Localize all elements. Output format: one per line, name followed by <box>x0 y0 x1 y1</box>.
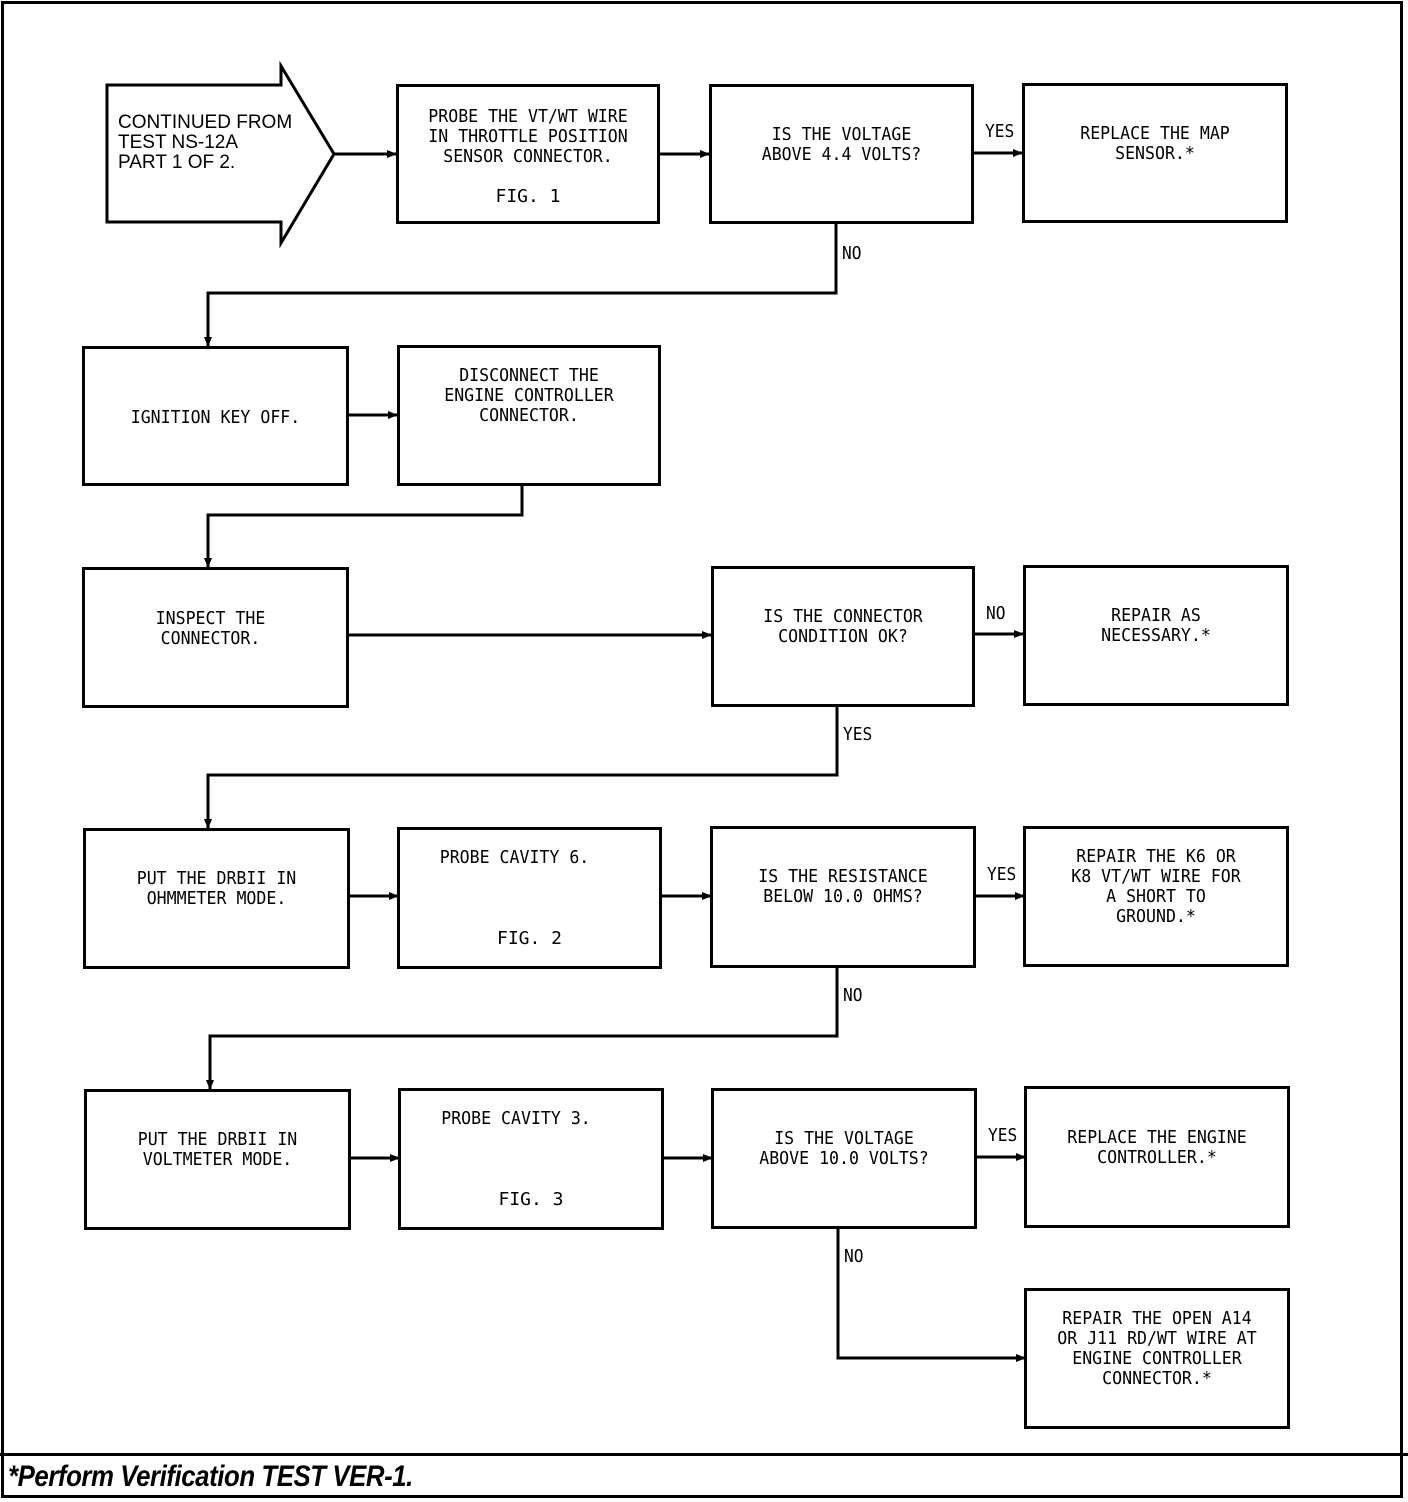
footer-divider <box>0 1453 1408 1456</box>
step-text: PUT THE DRBII IN VOLTMETER MODE. <box>137 1129 298 1170</box>
step-replace-map-sensor: REPLACE THE MAP SENSOR.* <box>1022 83 1288 223</box>
decision-voltage-above-4-4: IS THE VOLTAGE ABOVE 4.4 VOLTS? <box>709 84 974 224</box>
step-probe-cavity-6: PROBE CAVITY 6. FIG. 2 <box>397 827 662 969</box>
step-inspect-connector: INSPECT THE CONNECTOR. <box>82 567 349 708</box>
step-drbii-voltmeter-mode: PUT THE DRBII IN VOLTMETER MODE. <box>84 1089 351 1230</box>
decision-voltage-above-10: IS THE VOLTAGE ABOVE 10.0 VOLTS? <box>711 1088 977 1229</box>
step-text: PROBE CAVITY 6. <box>439 847 590 868</box>
decision-text: IS THE CONNECTOR CONDITION OK? <box>763 606 923 647</box>
step-text: REPLACE THE ENGINE CONTROLLER.* <box>1067 1127 1247 1168</box>
branch-label-yes: YES <box>987 864 1017 885</box>
step-text: PROBE CAVITY 3. <box>441 1108 591 1129</box>
branch-label-no: NO <box>843 985 863 1006</box>
step-drbii-ohmmeter-mode: PUT THE DRBII IN OHMMETER MODE. <box>83 828 350 969</box>
branch-label-no: NO <box>986 603 1006 624</box>
connector-q3-no <box>206 966 839 1090</box>
decision-text: IS THE VOLTAGE ABOVE 4.4 VOLTS? <box>761 124 922 165</box>
step-ignition-key-off: IGNITION KEY OFF. <box>82 346 349 486</box>
step-repair-as-necessary: REPAIR AS NECESSARY.* <box>1023 565 1289 706</box>
entry-arrow-shape <box>105 60 336 249</box>
branch-label-no: NO <box>844 1246 864 1267</box>
step-text: REPAIR THE K6 OR K8 VT/WT WIRE FOR A SHO… <box>1071 846 1241 927</box>
step-text: REPLACE THE MAP SENSOR.* <box>1080 123 1230 164</box>
footnote: *Perform Verification TEST VER-1. <box>8 1460 413 1493</box>
step-probe-vtwt-wire: PROBE THE VT/WT WIRE IN THROTTLE POSITIO… <box>396 84 660 224</box>
connector-q2-yes <box>204 706 839 829</box>
decision-text: IS THE VOLTAGE ABOVE 10.0 VOLTS? <box>759 1128 929 1169</box>
step-replace-engine-controller: REPLACE THE ENGINE CONTROLLER.* <box>1024 1086 1290 1228</box>
connector-disconnect-to-inspect <box>204 485 524 568</box>
step-text: PUT THE DRBII IN OHMMETER MODE. <box>136 868 297 909</box>
step-repair-open-a14-j11: REPAIR THE OPEN A14 OR J11 RD/WT WIRE AT… <box>1024 1288 1290 1429</box>
step-text: PROBE THE VT/WT WIRE IN THROTTLE POSITIO… <box>428 106 628 167</box>
decision-connector-condition-ok: IS THE CONNECTOR CONDITION OK? <box>711 566 975 707</box>
connector-q4-no <box>836 1227 1026 1362</box>
figure-reference: FIG. 3 <box>498 1189 564 1210</box>
branch-label-yes: YES <box>985 121 1015 142</box>
step-disconnect-engine-controller: DISCONNECT THE ENGINE CONTROLLER CONNECT… <box>397 345 661 486</box>
branch-label-yes: YES <box>988 1125 1018 1146</box>
branch-label-no: NO <box>842 243 862 264</box>
figure-reference: FIG. 1 <box>495 186 561 207</box>
step-text: DISCONNECT THE ENGINE CONTROLLER CONNECT… <box>444 365 614 426</box>
decision-text: IS THE RESISTANCE BELOW 10.0 OHMS? <box>758 866 928 907</box>
connector-q1-no <box>204 223 838 347</box>
figure-reference: FIG. 2 <box>496 928 563 949</box>
step-text: REPAIR THE OPEN A14 OR J11 RD/WT WIRE AT… <box>1057 1308 1257 1389</box>
step-text: IGNITION KEY OFF. <box>130 407 301 428</box>
step-text: INSPECT THE CONNECTOR. <box>155 608 266 649</box>
decision-resistance-below-10: IS THE RESISTANCE BELOW 10.0 OHMS? <box>710 826 976 968</box>
step-repair-k6-k8-short: REPAIR THE K6 OR K8 VT/WT WIRE FOR A SHO… <box>1023 826 1289 967</box>
step-probe-cavity-3: PROBE CAVITY 3. FIG. 3 <box>398 1088 664 1230</box>
entry-label: CONTINUED FROM TEST NS-12A PART 1 OF 2. <box>118 112 293 173</box>
branch-label-yes: YES <box>843 724 873 745</box>
step-text: REPAIR AS NECESSARY.* <box>1101 605 1211 646</box>
